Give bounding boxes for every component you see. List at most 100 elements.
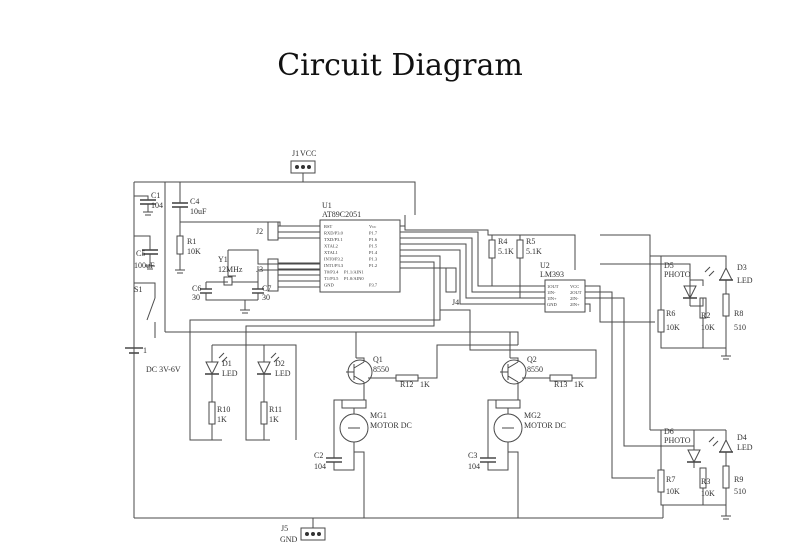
r8-value: 510 — [734, 323, 746, 332]
motor-mg2: MG2 MOTOR DC — [487, 396, 566, 518]
mg2-value: MOTOR DC — [524, 421, 566, 430]
transistor-q1: Q1 8550 — [165, 331, 519, 396]
u1-pin-right: Vcc — [369, 224, 376, 229]
c3-value: 104 — [468, 462, 480, 471]
c4-ref: C4 — [190, 197, 199, 206]
r1-ref: R1 — [187, 237, 196, 246]
u1-pin-left: XTAL2 — [324, 244, 338, 249]
r12-ref: R12 — [400, 380, 413, 389]
u2-pin-right: 2IN+ — [570, 302, 580, 307]
led-d1: D1 LED R10 1K — [205, 345, 238, 440]
u2-part: LM393 — [540, 270, 564, 279]
u2-pin-left: 1OUT — [547, 284, 559, 289]
u1-pin-left: T1/P3.5 — [324, 276, 339, 281]
capacitor-c2: C2 104 — [314, 440, 355, 471]
resistor-r4: R4 5.1K — [488, 235, 514, 286]
motor-mg1: MG1 MOTOR DC — [333, 396, 412, 518]
connector-j5: J5 GND — [280, 518, 326, 544]
r11-value: 1K — [269, 415, 279, 424]
transistor-q2: Q2 8550 — [500, 332, 550, 396]
chip-u1: U1 AT89C2051 RST RXD/P3.0 TXD/P3.1 XTAL2… — [189, 201, 545, 441]
u1-pin-left: INT0/P3.2 — [324, 257, 343, 262]
j2-ref: J2 — [256, 227, 263, 236]
u2-pin-right: 2IN- — [570, 296, 579, 301]
d6-ref: D6 — [664, 427, 674, 436]
u1-pin-left: RST — [324, 224, 333, 229]
c2-value: 104 — [314, 462, 326, 471]
q1-ref: Q1 — [373, 355, 383, 364]
mg1-value: MOTOR DC — [370, 421, 412, 430]
d2-value: LED — [275, 369, 291, 378]
r3-ref: R3 — [701, 477, 710, 486]
crystal-y1: Y1 12MHz — [218, 249, 320, 286]
led-d2: D2 LED R11 1K — [212, 344, 297, 440]
battery-b1: 1 DC 3V-6V — [125, 338, 181, 374]
d5-ref: D5 — [664, 261, 674, 270]
u2-pin-right: VCC — [570, 284, 579, 289]
gnd-rail — [134, 505, 664, 519]
r6-value: 10K — [666, 323, 680, 332]
d5-value: PHOTO — [664, 270, 691, 279]
r13-value: 1K — [574, 380, 584, 389]
j1-ref: J1 — [292, 149, 299, 158]
d4-value: LED — [737, 443, 753, 452]
r9-ref: R9 — [734, 475, 743, 484]
r12-value: 1K — [420, 380, 430, 389]
connector-j4: J4 — [445, 267, 459, 307]
c3-ref: C3 — [468, 451, 477, 460]
u1-pin-right: P1.2 — [369, 263, 377, 268]
y1-ref: Y1 — [218, 255, 228, 264]
u1-pin-right: P3.7 — [369, 283, 378, 288]
capacitor-c1: C1 104 — [134, 191, 163, 216]
c1-value: 104 — [151, 201, 163, 210]
resistor-r1: R1 10K — [175, 222, 201, 274]
u2-pin-left: 1IN+ — [547, 296, 557, 301]
r7-value: 10K — [666, 487, 680, 496]
d4-ref: D4 — [737, 433, 747, 442]
vcc-branch-lines — [164, 182, 695, 450]
u2-pin-right: 2OUT — [570, 290, 582, 295]
r4-value: 5.1K — [498, 247, 514, 256]
u1-pin-left: XTAL1 — [324, 250, 338, 255]
s1-ref: S1 — [134, 285, 142, 294]
vcc-rail — [133, 181, 576, 518]
c5-ref: C5 — [136, 249, 145, 258]
d2-ref: D2 — [275, 359, 285, 368]
r2-value: 10K — [701, 323, 715, 332]
d1-value: LED — [222, 369, 238, 378]
mg2-ref: MG2 — [524, 411, 541, 420]
r7-ref: R7 — [666, 475, 675, 484]
r5-value: 5.1K — [526, 247, 542, 256]
r11-ref: R11 — [269, 405, 282, 414]
u1-pin-right: P1.3 — [369, 257, 378, 262]
u1-pin-left: TXD/P3.1 — [324, 237, 343, 242]
battery-ref: 1 — [143, 346, 147, 355]
r10-ref: R10 — [217, 405, 230, 414]
c1-ref: C1 — [151, 191, 160, 200]
c2-ref: C2 — [314, 451, 323, 460]
r8-ref: R8 — [734, 309, 743, 318]
battery-value: DC 3V-6V — [146, 365, 181, 374]
q1-value: 8550 — [373, 365, 389, 374]
c6-ref: C6 — [192, 284, 201, 293]
mg1-ref: MG1 — [370, 411, 387, 420]
j5-net: GND — [280, 535, 298, 544]
switch-s1: S1 — [134, 282, 156, 338]
capacitor-c5: C5 100uF — [134, 235, 158, 270]
u1-left-pins: RST RXD/P3.0 TXD/P3.1 XTAL2 XTAL1 INT0/P… — [324, 224, 344, 288]
d6-value: PHOTO — [664, 436, 691, 445]
sensor-channel-1: D5 PHOTO D3 LED R6 10K R2 10K R8 510 — [650, 255, 753, 360]
j5-ref: J5 — [281, 524, 288, 533]
r3-value: 10K — [701, 489, 715, 498]
d3-ref: D3 — [737, 263, 747, 272]
connector-j2: J2 — [256, 221, 320, 241]
r4-ref: R4 — [498, 237, 507, 246]
q2-ref: Q2 — [527, 355, 537, 364]
c7-value: 30 — [262, 293, 270, 302]
q2-value: 8550 — [527, 365, 543, 374]
u1-pin-right: P1.1/AIN1 — [344, 270, 364, 275]
r1-value: 10K — [187, 247, 201, 256]
d1-ref: D1 — [222, 359, 232, 368]
